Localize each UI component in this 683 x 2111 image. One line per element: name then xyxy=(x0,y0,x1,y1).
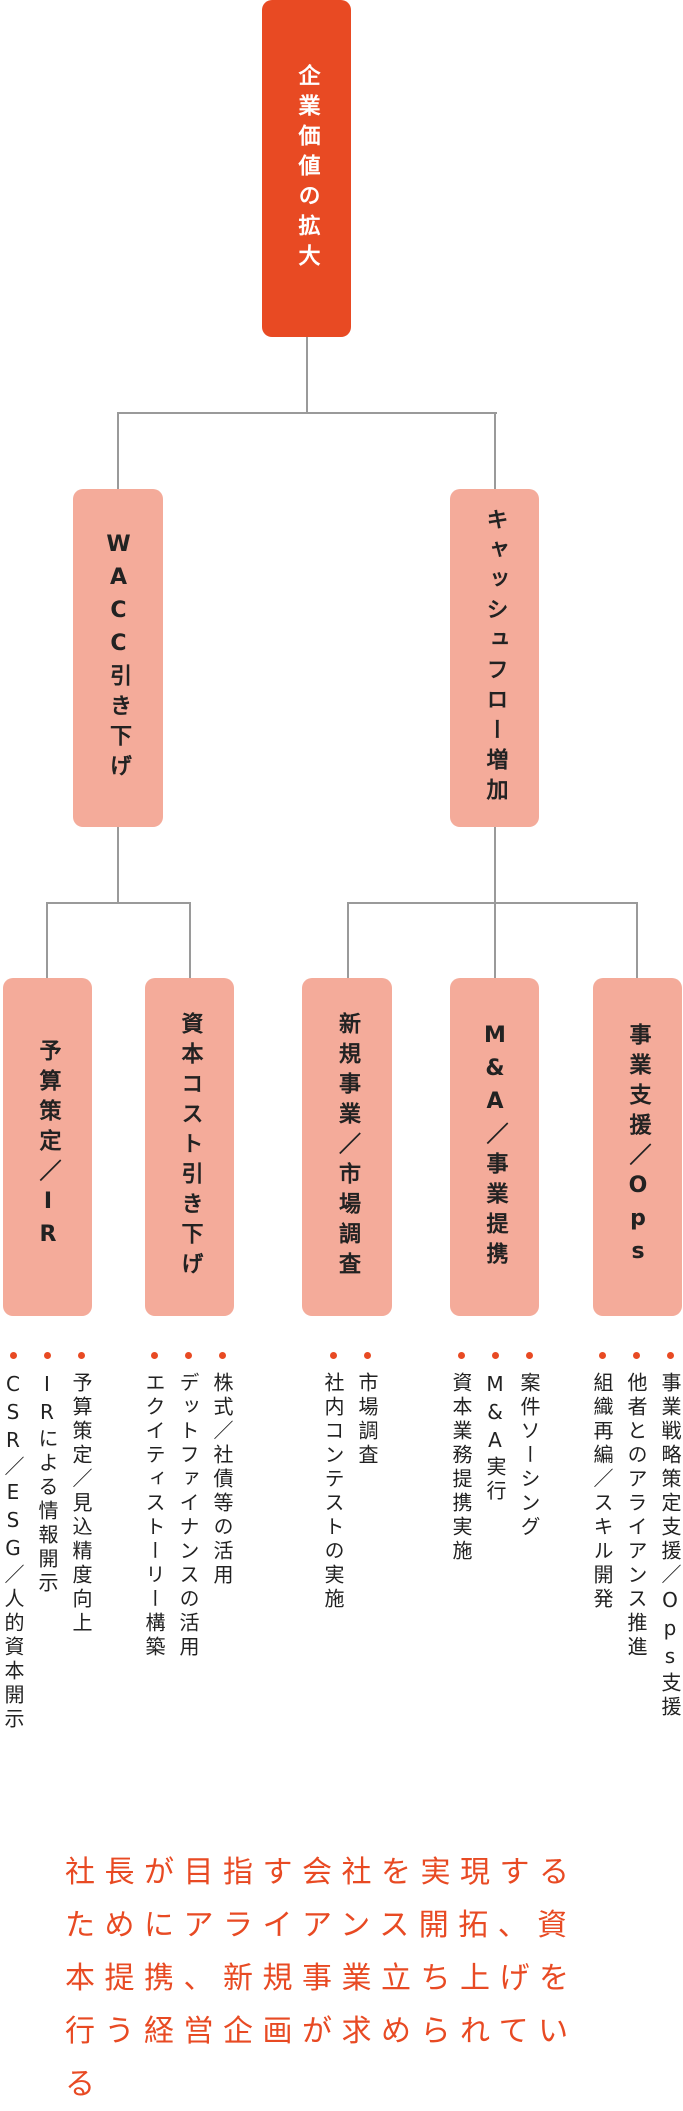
connector-wacc-children-horizontal xyxy=(46,902,191,904)
node-capital-cost: 資本コスト引き下げ xyxy=(145,978,234,1316)
summary-text: 社長が目指す会社を実現するためにアライアンス開拓、資本提携、新規事業立ち上げを行… xyxy=(65,1855,579,2102)
root-node-label: 企業価値の拡大 xyxy=(294,63,320,274)
node-cashflow: キャッシュフロー増加 xyxy=(450,489,539,827)
connector-cashflow-children-horizontal xyxy=(347,902,638,904)
connector-capital-cost-up xyxy=(189,902,191,978)
bullet-icon xyxy=(633,1352,640,1359)
bullet-icon xyxy=(458,1352,465,1359)
list-item: 案件ソーシング xyxy=(512,1352,546,1564)
list-item: 事業戦略策定支援／Ops支援 xyxy=(653,1352,683,1720)
node-ma: M&A／事業提携 xyxy=(450,978,539,1316)
connector-wacc-up xyxy=(117,412,119,489)
list-item: 市場調査 xyxy=(350,1352,384,1612)
connector-budget-up xyxy=(46,902,48,978)
bullet-icon xyxy=(492,1352,499,1359)
list-item: デットファイナンスの活用 xyxy=(171,1352,205,1660)
list-item: 予算策定／見込精度向上 xyxy=(64,1352,98,1732)
bullet-icon xyxy=(78,1352,85,1359)
root-node: 企業価値の拡大 xyxy=(262,0,351,337)
connector-ops-up xyxy=(636,902,638,978)
list-item: 株式／社債等の活用 xyxy=(205,1352,239,1660)
list-item: 社内コンテストの実施 xyxy=(316,1352,350,1612)
bullet-icon xyxy=(364,1352,371,1359)
node-business-support-label: 事業支援／Ops xyxy=(625,1022,651,1272)
list-item: エクイティストーリー構築 xyxy=(137,1352,171,1660)
bullet-icon xyxy=(599,1352,606,1359)
bullet-icon xyxy=(151,1352,158,1359)
node-new-business-label: 新規事業／市場調査 xyxy=(335,1012,360,1282)
list-item: IRによる情報開示 xyxy=(30,1352,64,1732)
connector-level2-horizontal xyxy=(117,412,497,414)
bullet-list-capital-cost: 株式／社債等の活用 デットファイナンスの活用 エクイティストーリー構築 xyxy=(137,1352,239,1660)
connector-root-down xyxy=(306,337,308,414)
bullet-icon xyxy=(10,1352,17,1359)
bullet-icon xyxy=(219,1352,226,1359)
list-item: 組織再編／スキル開発 xyxy=(585,1352,619,1720)
node-budget-ir: 予算策定／IR xyxy=(3,978,92,1316)
list-item: 他者とのアライアンス推進 xyxy=(619,1352,653,1720)
bullet-icon xyxy=(330,1352,337,1359)
bullet-icon xyxy=(44,1352,51,1359)
node-new-business: 新規事業／市場調査 xyxy=(302,978,392,1316)
node-capital-cost-label: 資本コスト引き下げ xyxy=(177,1012,203,1282)
list-item: M&A実行 xyxy=(478,1352,512,1564)
bullet-icon xyxy=(667,1352,674,1359)
list-item: 資本業務提携実施 xyxy=(444,1352,478,1564)
node-ma-label: M&A／事業提携 xyxy=(482,1022,508,1272)
node-business-support: 事業支援／Ops xyxy=(593,978,682,1316)
bullet-icon xyxy=(185,1352,192,1359)
bullet-list-ma: 案件ソーシング M&A実行 資本業務提携実施 xyxy=(444,1352,546,1564)
node-wacc: WACC引き下げ xyxy=(73,489,163,827)
bullet-list-budget-ir: 予算策定／見込精度向上 IRによる情報開示 CSR／ESG／人的資本開示 xyxy=(0,1352,98,1732)
connector-newbiz-up xyxy=(347,902,349,978)
node-cashflow-label: キャッシュフロー増加 xyxy=(482,508,508,808)
node-budget-ir-label: 予算策定／IR xyxy=(35,1039,61,1255)
bullet-list-business-support: 事業戦略策定支援／Ops支援 他者とのアライアンス推進 組織再編／スキル開発 xyxy=(585,1352,683,1720)
node-wacc-label: WACC引き下げ xyxy=(106,532,131,784)
connector-wacc-down xyxy=(117,827,119,903)
bullet-icon xyxy=(526,1352,533,1359)
bullet-list-new-business: 市場調査 社内コンテストの実施 xyxy=(316,1352,384,1612)
connector-cashflow-up xyxy=(494,412,496,489)
list-item: CSR／ESG／人的資本開示 xyxy=(0,1352,30,1732)
